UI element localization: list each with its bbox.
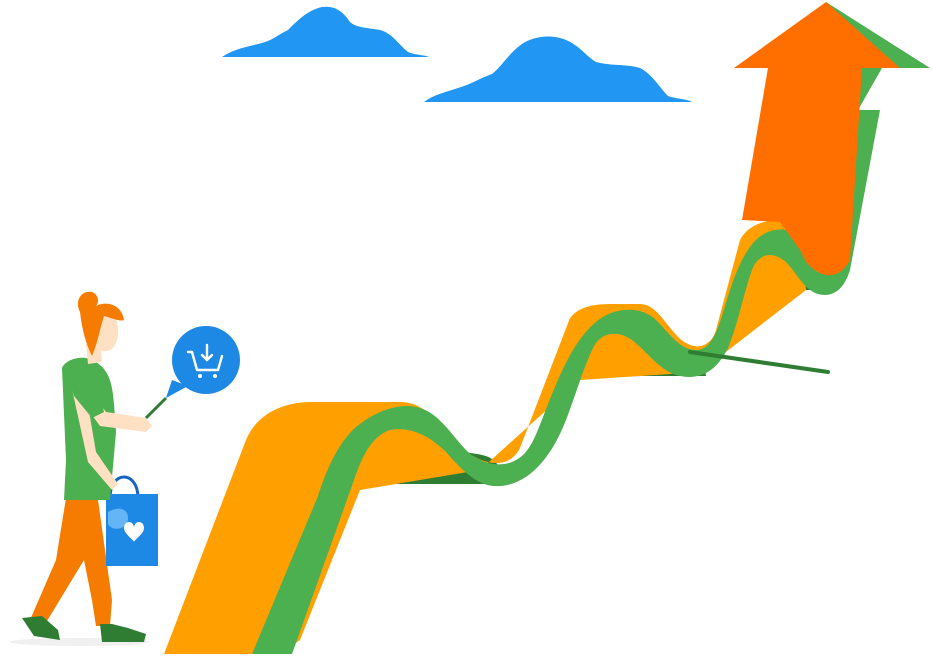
- heart-icon: [124, 522, 144, 542]
- shopping-bag: [106, 475, 158, 566]
- speech-bubble: [166, 326, 240, 398]
- shoe-right: [100, 624, 146, 642]
- shoe-left: [22, 616, 60, 640]
- cloud-left: [222, 6, 429, 58]
- growth-ribbon: [164, 110, 880, 654]
- arrow-up-icon: [734, 2, 930, 276]
- cart-download-icon: [186, 343, 224, 378]
- woman-figure: [10, 291, 168, 646]
- phone: [144, 396, 168, 420]
- cloud-right: [424, 36, 692, 102]
